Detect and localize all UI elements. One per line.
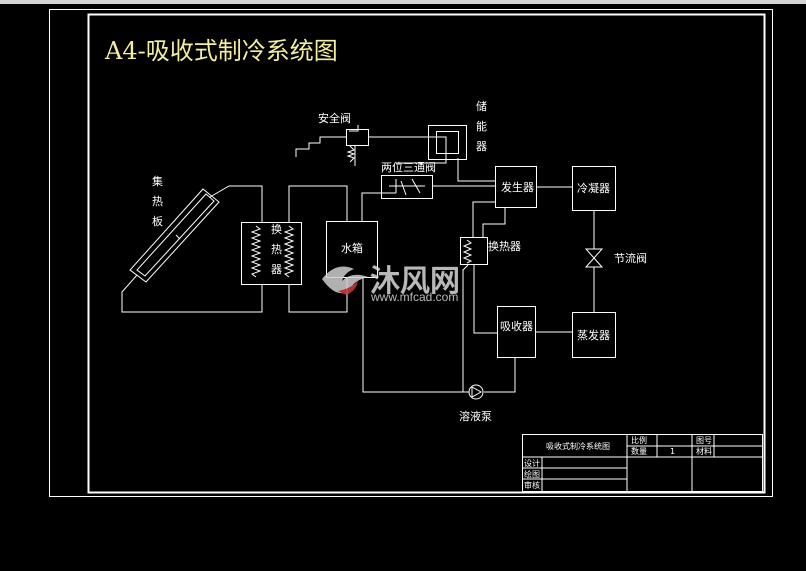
gen-solution-pipe (482, 208, 506, 238)
collector-pipe-top (209, 185, 263, 222)
tank-to-pump-pipe (362, 278, 469, 393)
hx2-to-absorber (473, 265, 498, 334)
tb-drawn: 绘图 (524, 469, 540, 479)
three-way-valve (381, 175, 433, 199)
watermark-logo-icon (322, 266, 368, 295)
condenser-box (572, 166, 616, 211)
label-absorber: 吸收器 (500, 319, 533, 333)
hx1-to-tank-top (288, 185, 348, 222)
collector-panel (129, 188, 220, 283)
gen-to-hx2-pipe (472, 201, 496, 238)
solution-pump-symbol (468, 384, 484, 400)
tb-design: 设计 (524, 458, 540, 468)
tb-material-label: 材料 (696, 446, 712, 456)
throttle-valve-symbol (584, 248, 604, 268)
storage-vessel (428, 125, 467, 160)
outer-frame (49, 9, 773, 497)
storage-to-generator (457, 158, 496, 182)
watermark-brand: 沐风网 (370, 265, 460, 298)
tb-qty-label: 数量 (631, 446, 647, 456)
label-safety-valve: 安全阀 (318, 111, 351, 125)
tb-scale-label: 比例 (631, 435, 647, 445)
safety-valve-pipe (369, 136, 447, 164)
drawing-title: A4-吸收式制冷系统图 (104, 37, 338, 65)
watermark-url: www.mfcad.com (370, 290, 458, 304)
collector-pipe-bottom (121, 274, 263, 313)
label-condenser: 冷凝器 (577, 181, 610, 195)
evaporator-box (572, 312, 616, 358)
safety-valve (295, 125, 369, 166)
label-storage: 储能器 (476, 99, 487, 153)
label-collector: 集热板 (152, 174, 163, 228)
tb-drawing-name: 吸收式制冷系统图 (546, 441, 610, 451)
tb-review: 审核 (524, 480, 540, 490)
label-generator: 发生器 (501, 180, 534, 194)
window-top-bar (0, 0, 806, 4)
heat-exchanger-1 (241, 222, 302, 285)
label-heat-exchanger-2: 换热器 (488, 239, 521, 253)
label-evaporator: 蒸发器 (577, 328, 610, 342)
absorber-to-pump (484, 358, 516, 393)
generator-box (495, 166, 537, 208)
absorber-box (497, 306, 536, 358)
tb-qty-value: 1 (670, 447, 675, 456)
inner-frame (87, 13, 766, 494)
pump-to-hx2 (462, 264, 469, 392)
title-block (522, 434, 763, 492)
watermark: 沐风网 www.mfcad.com (322, 265, 460, 304)
label-solution-pump: 溶液泵 (459, 409, 492, 423)
tank-to-valve-pipe (361, 192, 396, 221)
label-heat-exchanger-1: 换热器 (271, 222, 282, 276)
label-water-tank: 水箱 (341, 241, 363, 255)
tb-drawing-no-label: 图号 (696, 436, 712, 445)
label-three-way-valve: 两位三通阀 (381, 160, 436, 174)
hx1-to-tank-bottom (288, 278, 348, 313)
heat-exchanger-2 (460, 237, 488, 265)
label-throttle-valve: 节流阀 (614, 251, 647, 265)
